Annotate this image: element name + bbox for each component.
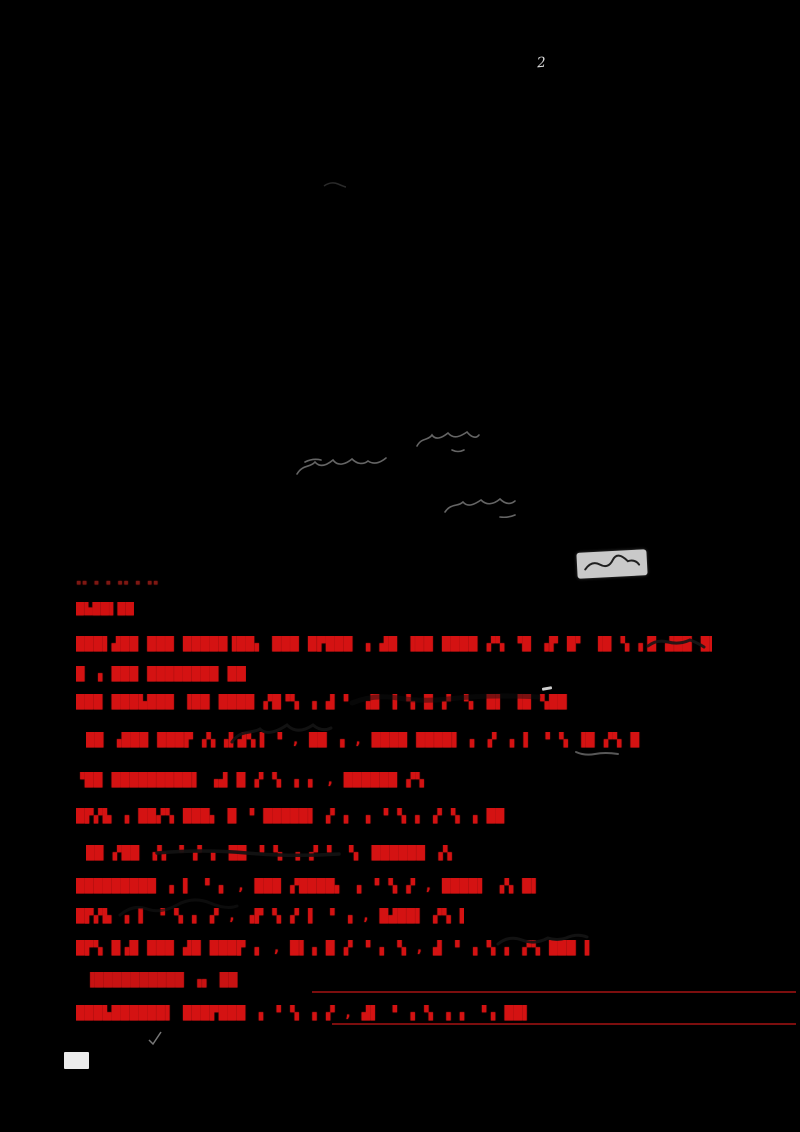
red-text-line: ▝██ █████████▌ ▗▟ █ ▞ ▚ ▗ ▖ , ██████ ▞▚ <box>76 772 425 788</box>
red-text-line: ███▙██████▌ ███▛███ ▗ ▝ ▚ ▗ ▞ , ▟▌ ▝ ▗ ▚… <box>76 1005 528 1021</box>
red-text-line: █████████ ▗ ▌ ▝ ▖ , ███ ▞████▖ ▗ ▝ ▚ ▞ ,… <box>76 878 541 894</box>
page-number-mark: 2 <box>536 54 547 72</box>
red-text-line: ███▌▟██ ███ █████▐██▖ ███ █▛███ ▗ ▟█ ▐██… <box>76 636 712 652</box>
scrap-scribble <box>584 554 641 571</box>
red-text-line: █▛▞▙ ▗ ▌ ▝ ▚ ▖ ▞ , ▗▛ ▚ ▞ ▌ ▝ ▗ , █▟██▌ … <box>76 908 464 924</box>
red-text-line: █▙██▌██ <box>76 602 134 616</box>
red-text-line: ███ ███▙███ ▐██ ████ ▞█▝▚ ▗ ▟ ▘ ▗█ ▐ ▚ █… <box>76 694 568 710</box>
red-text-line: ██ ▞██ ▗▚ ▝ ▞ ▖ ██ ▝ ▚ ▗ ▞ ▘ ▝▖ ██████ ▗… <box>86 845 453 861</box>
red-text-line: █ ▗ ███ ████████ ███ <box>76 666 246 682</box>
scrap-scribble-canvas <box>584 554 641 571</box>
red-text-line: ██ ▗███ ███▛ ▞▖▗▌▟▚▐ ▝ , ██ ▗ , ████ ███… <box>86 732 642 748</box>
white-patch <box>64 1052 89 1069</box>
horizontal-rule <box>332 1023 796 1025</box>
red-text-line: █▛▚ █▗█ ███ ▟█ ███▛ ▖ , █▌▗ █ ▞ ▝ ▖ ▚ , … <box>76 940 594 956</box>
horizontal-rule <box>312 991 796 993</box>
paper-scrap-note <box>576 549 648 579</box>
red-text-line: ▪▪ ▪ ▪ ▪▪ ▪ ▪▪ <box>76 578 159 588</box>
red-text-line: ▐██████████ ▗▖ ██ <box>86 972 238 988</box>
red-text-line: █▛▞▙ ▗ ██▞▚ ███▖ █ ▝ █████▌ ▞ ▖ ▗ ▝ ▚ ▖ … <box>76 808 512 824</box>
